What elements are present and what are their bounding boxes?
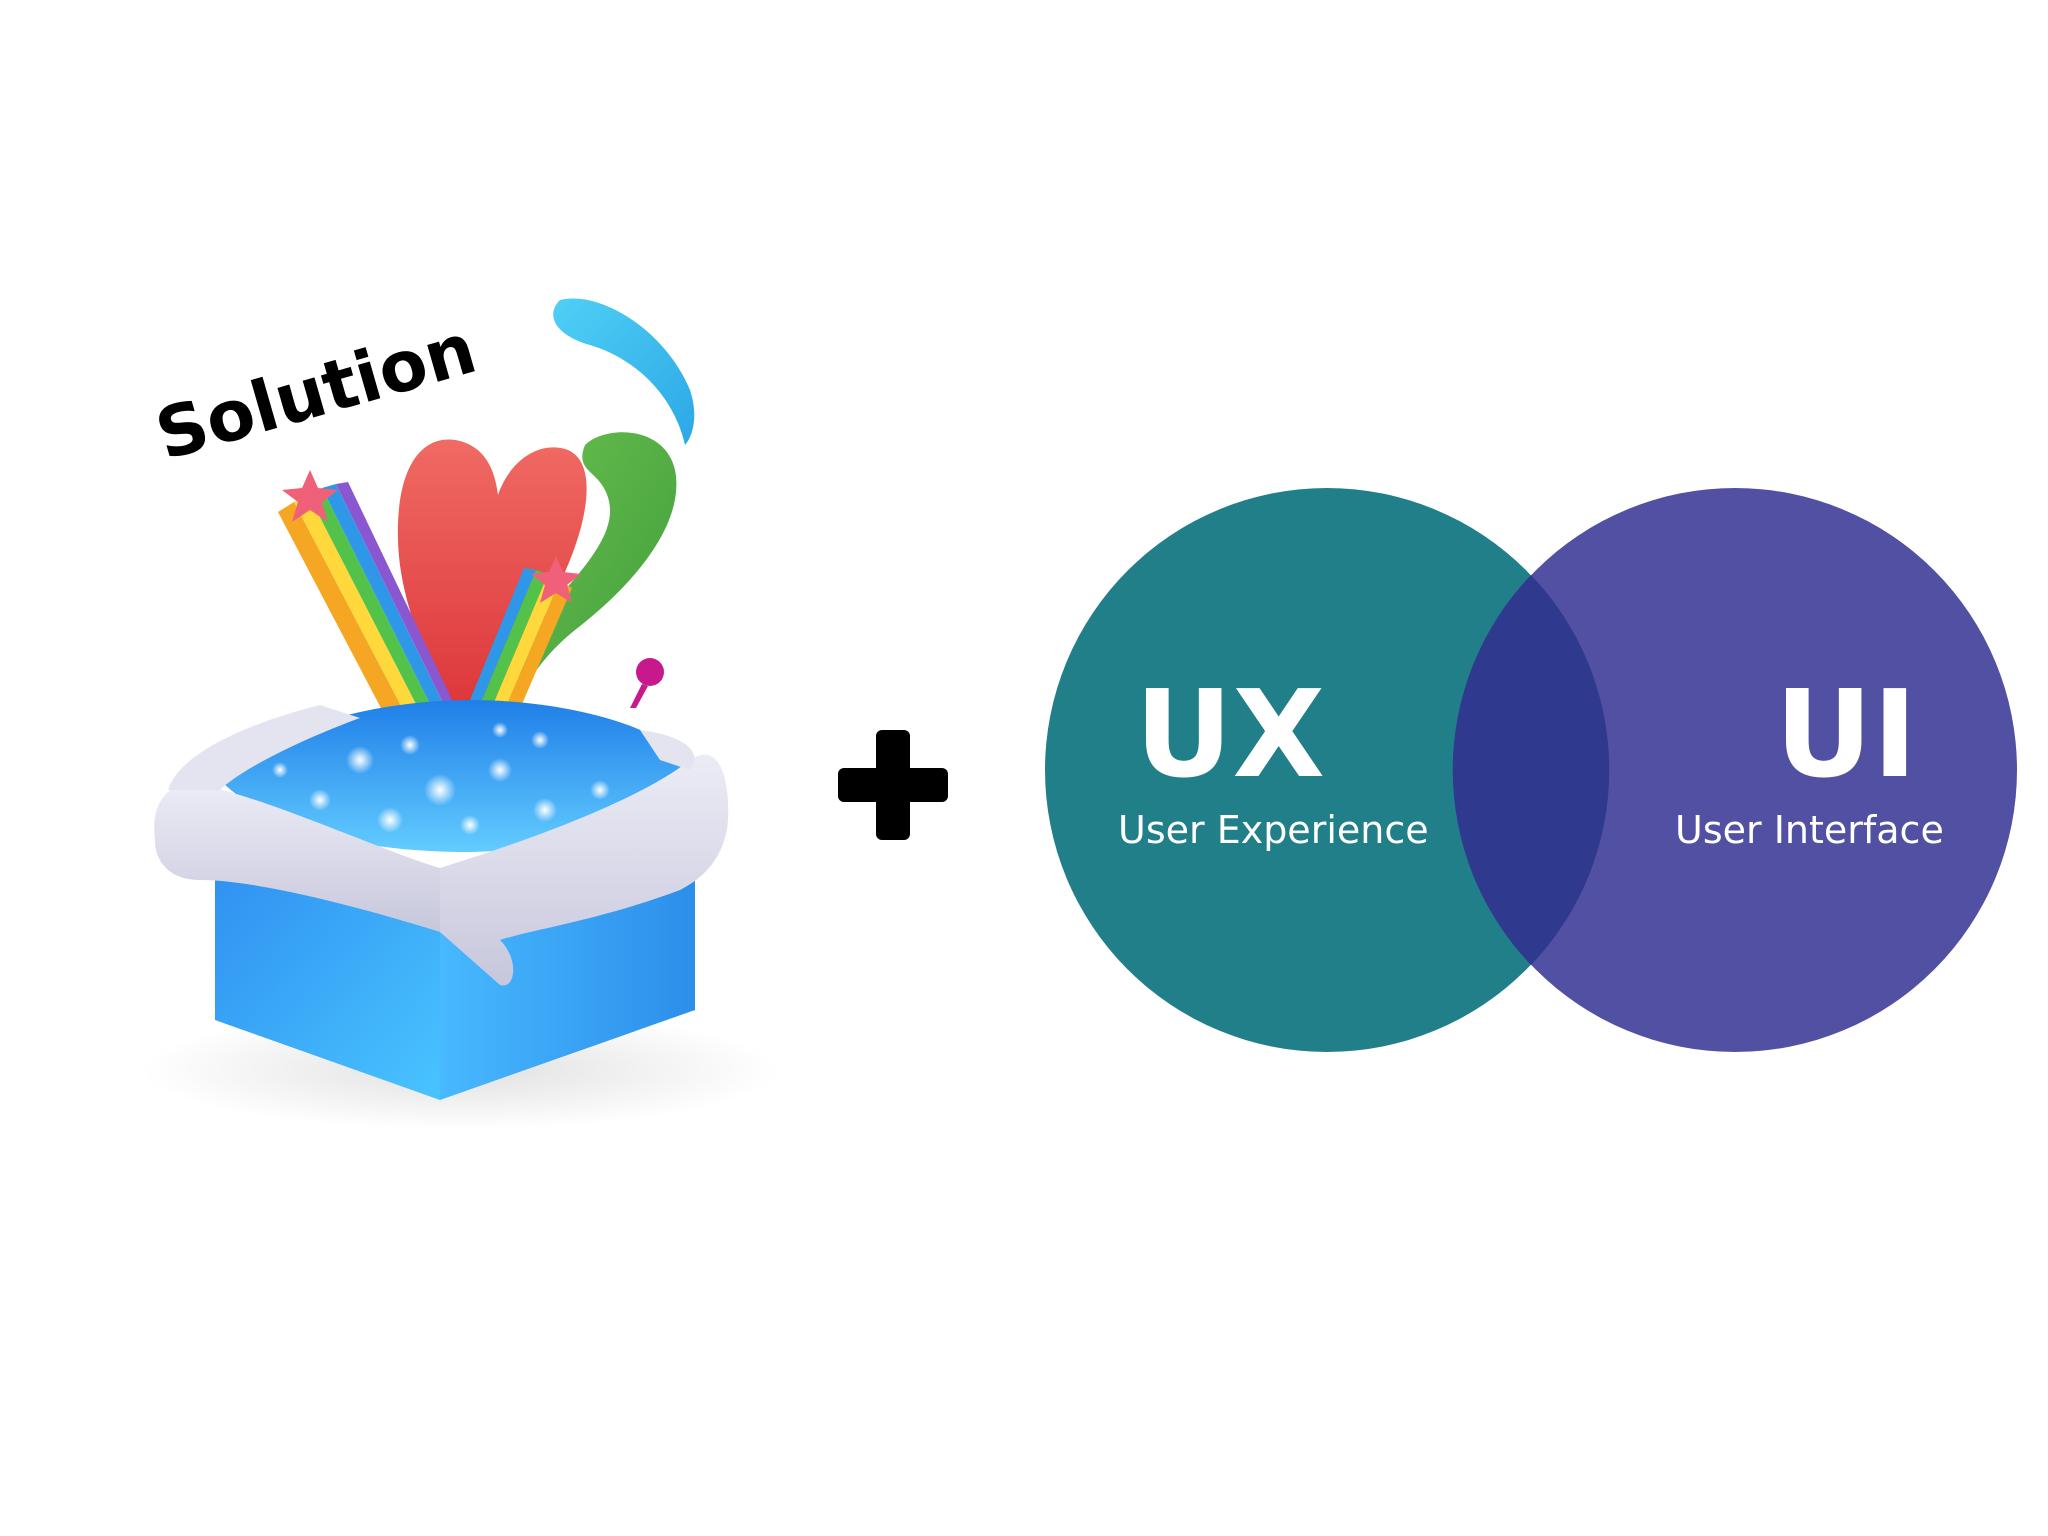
box-flap-right: [440, 754, 729, 986]
box-flap-back-right: [640, 730, 695, 770]
red-heart-icon: [397, 439, 587, 760]
ui-subtitle: User Interface: [1675, 808, 1944, 852]
gift-box-illustration: Solution: [140, 298, 780, 1130]
venn-overlap: [1452, 575, 1610, 965]
ux-subtitle: User Experience: [1118, 808, 1429, 852]
box-flap-back-left: [168, 705, 360, 790]
star-icon-right: [531, 556, 581, 603]
ux-title: UX: [1135, 666, 1325, 805]
blue-drop-icon: [553, 298, 695, 445]
ui-circle: [1453, 488, 2017, 1052]
ux-circle: [1045, 488, 1609, 1052]
box-flap-left: [154, 784, 440, 932]
magenta-drop-icon: [630, 658, 664, 708]
green-swirl-icon: [485, 432, 677, 760]
ui-title: UI: [1775, 666, 1917, 805]
sparkles: [272, 722, 610, 835]
ux-ui-venn-diagram: UX User Experience UI User Interface: [1045, 488, 2017, 1052]
star-icon-left: [282, 470, 338, 522]
plus-icon: [838, 730, 948, 840]
box-opening: [220, 700, 690, 852]
